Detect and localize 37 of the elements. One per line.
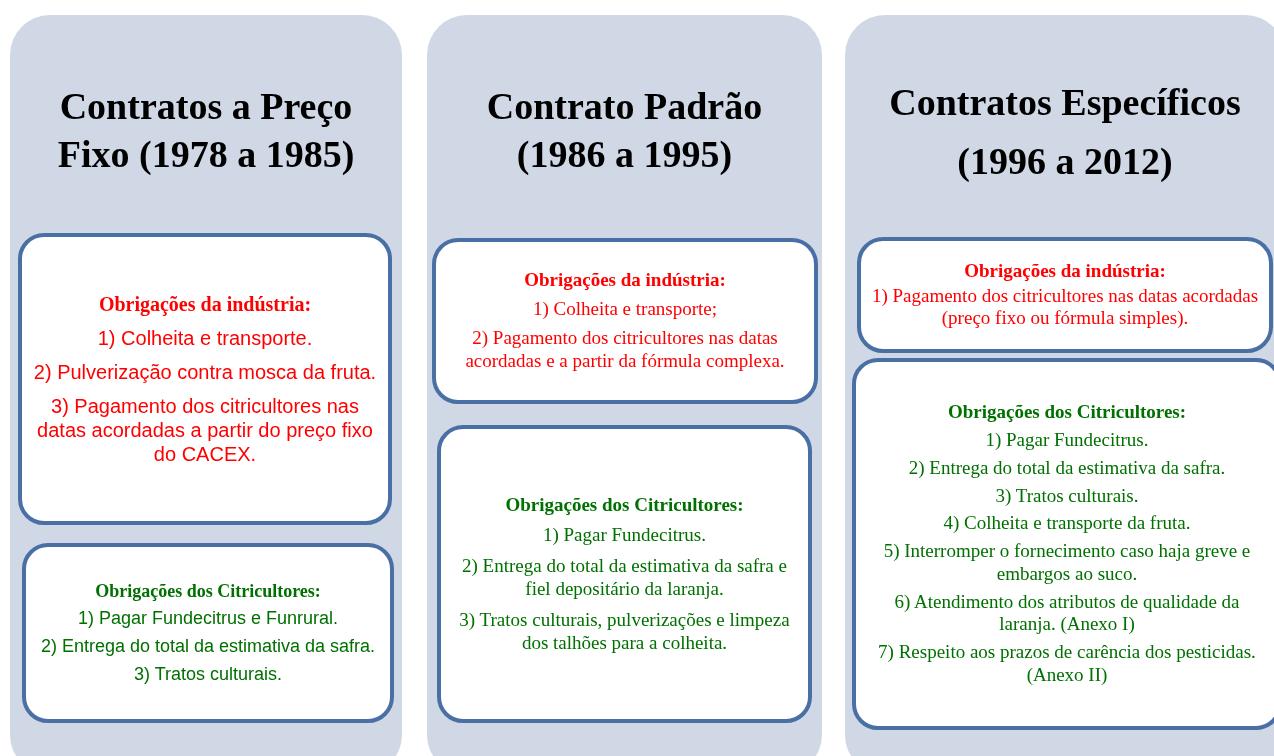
list-item: 3) Tratos culturais. <box>995 484 1139 508</box>
column-panel <box>845 15 1274 756</box>
obligations-box <box>432 238 818 404</box>
list-item: 2) Entrega do total da estimativa da safra. <box>40 636 376 658</box>
obligations-box <box>857 237 1273 353</box>
list-item: 1) Pagar Fundecitrus e Funrural. <box>77 608 339 630</box>
list-item: 2) Entrega do total da estimativa da safra. <box>908 456 1226 480</box>
list-item: 3) Tratos culturais. <box>133 663 283 686</box>
list-item: 3) Pagamento dos citricultores nas datas acordadas a partir do preço fixo do CACEX. <box>36 394 374 466</box>
list-item: 6) Atendimento dos atributos de qualidade da laranja. (Anexo I) <box>893 590 1241 637</box>
list-item: 2) Pulverização contra mosca da fruta. <box>33 360 377 384</box>
list-item: 1) Pagamento dos citricultores nas datas acordadas (preço fixo ou fórmula simples). <box>871 284 1259 331</box>
obligations-box <box>18 233 392 525</box>
list-item: 1) Colheita e transporte. <box>97 326 313 350</box>
list-item: 5) Interromper o fornecimento caso haja greve e embargos ao suco. <box>882 540 1252 586</box>
box-heading: Obrigações dos Citricultores: <box>505 493 744 517</box>
list-item: 1) Colheita e transporte; <box>532 298 718 321</box>
obligations-box <box>437 425 812 723</box>
box-heading: Obrigações da indústria: <box>98 292 312 316</box>
column-title: Contrato Padrão (1986 a 1995) <box>485 84 764 177</box>
list-item: 2) Pagamento dos citricultores nas datas acordadas e a partir da fórmula complexa. <box>464 327 786 373</box>
column-panel <box>10 15 402 756</box>
column-title: Contratos Específicos (1996 a 2012) <box>888 80 1242 184</box>
obligations-box <box>852 358 1274 730</box>
obligations-box <box>22 543 394 723</box>
box-heading: Obrigações da indústria: <box>524 269 726 293</box>
column-title: Contratos a Preço Fixo (1978 a 1985) <box>56 84 356 177</box>
column-panel <box>427 15 822 756</box>
list-item: 7) Respeito aos prazos de carência dos pesticidas. (Anexo II) <box>877 641 1257 687</box>
box-heading: Obrigações da indústria: <box>964 259 1166 283</box>
box-heading: Obrigações dos Citricultores: <box>95 580 321 603</box>
list-item: 2) Entrega do total da estimativa da safra e fiel depositário da laranja. <box>461 555 788 601</box>
box-heading: Obrigações dos Citricultores: <box>947 401 1187 424</box>
list-item: 4) Colheita e transporte da fruta. <box>943 512 1191 536</box>
list-item: 3) Tratos culturais, pulverizações e limpeza dos talhões para a colheita. <box>458 608 791 655</box>
list-item: 1) Pagar Fundecitrus. <box>985 428 1149 452</box>
list-item: 1) Pagar Fundecitrus. <box>542 524 707 548</box>
